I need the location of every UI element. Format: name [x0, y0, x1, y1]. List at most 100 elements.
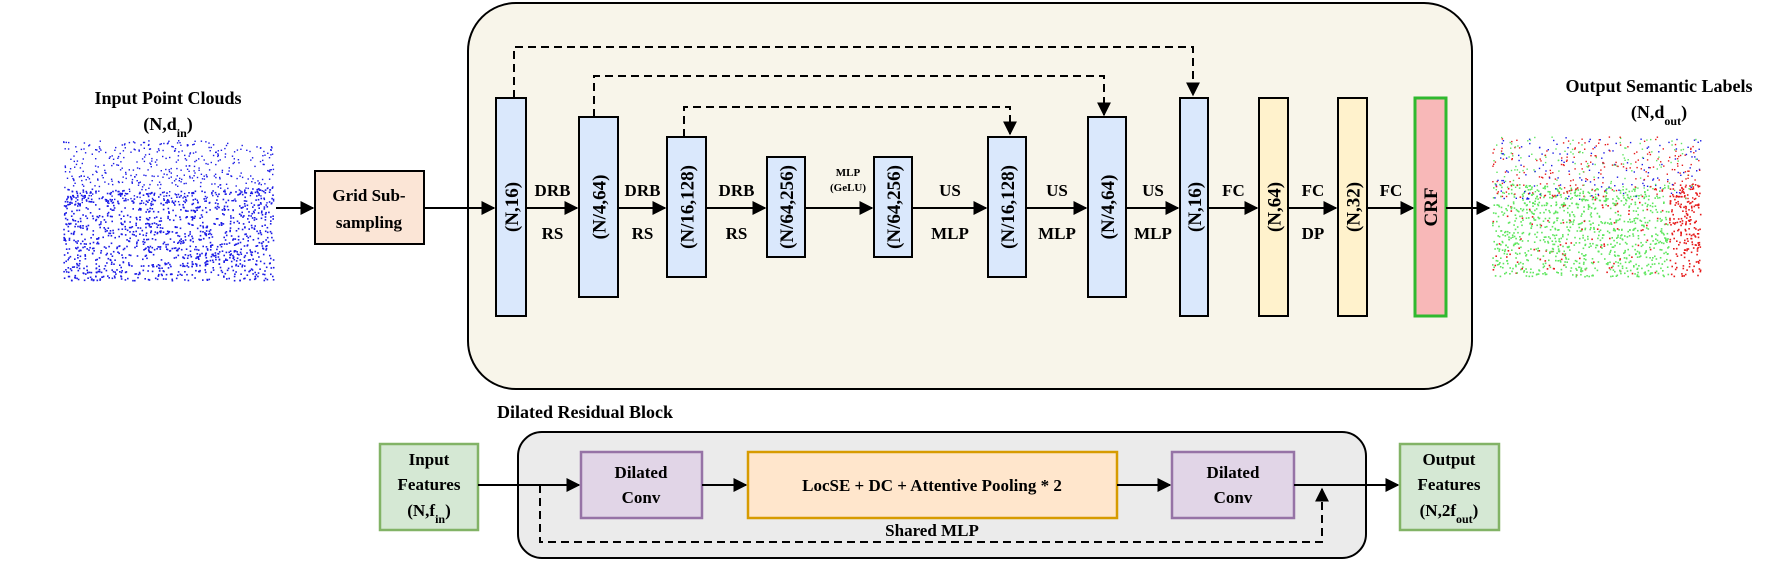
point [1607, 263, 1609, 266]
point [259, 232, 262, 234]
point [104, 181, 106, 183]
point [1637, 159, 1639, 161]
point [1663, 252, 1665, 255]
point [209, 249, 212, 251]
point [1499, 183, 1501, 186]
point [261, 178, 264, 181]
point [1587, 235, 1589, 238]
point [176, 231, 178, 234]
point [1614, 202, 1616, 205]
point [158, 196, 160, 198]
point [134, 176, 136, 178]
point [1556, 179, 1558, 181]
point [112, 232, 115, 234]
point [1501, 147, 1503, 150]
point [1636, 267, 1639, 270]
point [169, 249, 172, 252]
point [199, 255, 201, 257]
point [1502, 262, 1505, 265]
point [1493, 160, 1495, 162]
point [260, 197, 263, 200]
point [64, 148, 66, 150]
point [236, 257, 239, 260]
point [1497, 191, 1499, 193]
point [1676, 255, 1679, 257]
input-features-label-2: Features [398, 475, 461, 494]
point [1566, 207, 1569, 210]
point [175, 184, 177, 186]
point [208, 230, 211, 233]
point [1578, 194, 1581, 197]
point [1528, 232, 1531, 235]
point [145, 217, 148, 220]
point [75, 200, 77, 203]
op-top-6: US [1046, 181, 1068, 200]
point [76, 194, 79, 197]
point [1695, 220, 1697, 223]
point [1688, 170, 1690, 172]
point [144, 241, 146, 244]
point [1569, 226, 1572, 229]
point [248, 270, 250, 273]
point [1525, 255, 1527, 257]
point [1555, 196, 1557, 198]
point [79, 225, 82, 227]
point [1652, 257, 1654, 259]
point [135, 174, 138, 176]
point [121, 181, 124, 183]
point [271, 202, 273, 204]
point [1606, 243, 1609, 246]
point [191, 224, 193, 226]
point [212, 194, 214, 197]
point [180, 238, 182, 240]
point [248, 221, 250, 223]
point [211, 193, 213, 195]
point [208, 278, 211, 281]
point [1652, 166, 1655, 168]
point [159, 248, 162, 250]
point [264, 270, 266, 272]
point [1595, 155, 1597, 157]
point [1646, 153, 1649, 155]
point [1509, 273, 1511, 275]
point [141, 186, 144, 188]
point [171, 145, 173, 148]
point [121, 223, 123, 226]
point [1597, 188, 1599, 191]
layer-box-2-rect [578, 116, 619, 298]
point [154, 231, 157, 233]
point [1619, 259, 1621, 262]
point [205, 198, 207, 200]
point [1551, 240, 1554, 242]
point [156, 164, 158, 166]
point [193, 143, 195, 145]
point [111, 220, 113, 223]
point [1691, 184, 1693, 186]
point [1665, 210, 1668, 213]
point [258, 188, 260, 190]
point [189, 175, 191, 178]
point [145, 174, 147, 177]
point [1529, 222, 1532, 224]
point [1540, 194, 1542, 197]
point [1521, 232, 1524, 235]
grid-subsampling-label-1: Grid Sub- [332, 186, 406, 205]
point [1525, 174, 1527, 176]
point [1695, 138, 1697, 141]
point [151, 160, 153, 162]
point [150, 230, 153, 232]
point [1690, 234, 1693, 237]
point [1565, 160, 1568, 162]
point [1665, 237, 1667, 240]
point [149, 245, 152, 248]
point [1553, 183, 1555, 185]
point [126, 214, 129, 217]
point [1633, 171, 1635, 173]
point [189, 152, 192, 154]
point [183, 257, 186, 260]
point [112, 250, 115, 253]
point [1548, 209, 1550, 212]
point [129, 254, 132, 257]
point [196, 248, 198, 251]
point [249, 249, 251, 251]
